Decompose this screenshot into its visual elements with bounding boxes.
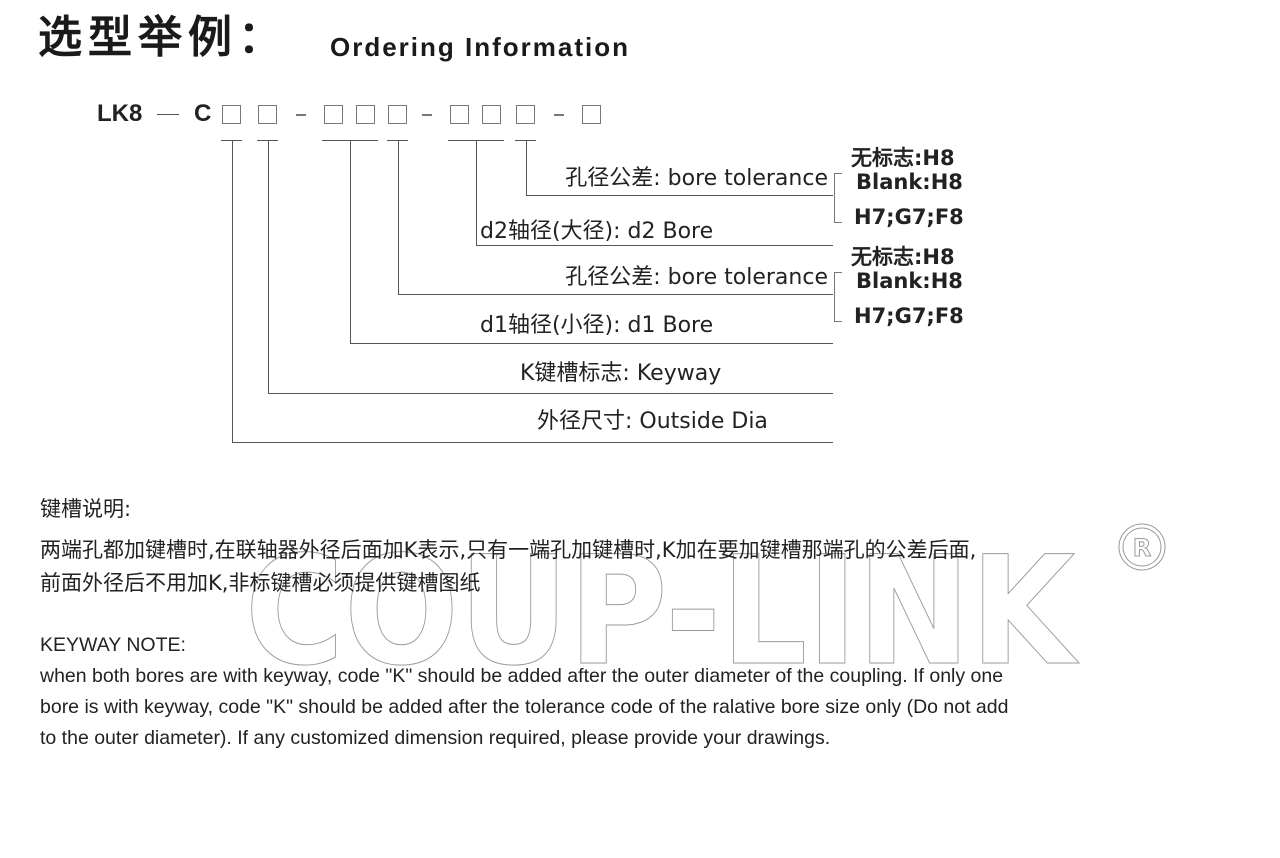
label-cn: d1轴径(小径): (480, 313, 621, 338)
keyway-note-cn-line: 前面外径后不用加K,非标键槽必须提供键槽图纸 (40, 571, 481, 595)
bracket-tick (515, 140, 536, 141)
bracket-tick (221, 140, 242, 141)
svg-text:R: R (1133, 534, 1151, 562)
keyway-note-cn-line: 两端孔都加键槽时,在联轴器外径后面加K表示,只有一端孔加键槽时,K加在要加键槽那… (40, 538, 977, 562)
keyway-note-en-line: to the outer diameter). If any customize… (40, 727, 831, 749)
tolerance-option: Blank:H8 (856, 269, 963, 293)
code-dash (157, 114, 179, 115)
code-box-extra (582, 105, 601, 124)
code-separator (554, 114, 564, 116)
code-box-d2-1 (450, 105, 469, 124)
label-cn: 孔径公差: (565, 166, 661, 191)
label-keyway: K键槽标志: Keyway (520, 361, 721, 387)
label-en: Outside Dia (639, 409, 768, 434)
leader-hline (398, 294, 833, 295)
label-en: d1 Bore (627, 313, 714, 338)
label-d1-bore: d1轴径(小径): d1 Bore (480, 313, 713, 339)
code-separator (422, 114, 432, 116)
label-en: d2 Bore (627, 219, 714, 244)
keyway-note-cn-heading: 键槽说明: (40, 497, 132, 521)
tolerance-option: Blank:H8 (856, 170, 963, 194)
label-en: bore tolerance (667, 265, 828, 290)
leader-line-d2-tolerance (526, 140, 527, 195)
leader-hline (526, 195, 833, 196)
label-en: bore tolerance (667, 166, 828, 191)
code-separator (296, 114, 306, 116)
leader-line-outside-dia (232, 140, 233, 442)
leader-line-keyway (268, 140, 269, 393)
tolerance-option: H7;G7;F8 (854, 205, 964, 229)
tolerance-option: 无标志:H8 (851, 245, 955, 269)
keyway-note-en-line: bore is with keyway, code "K" should be … (40, 696, 1009, 718)
label-cn: 孔径公差: (565, 265, 661, 290)
code-prefix: LK8 (97, 100, 143, 127)
leader-hline (350, 343, 833, 344)
bracket-tick (257, 140, 278, 141)
code-series-letter: C (194, 100, 212, 127)
code-box-d1-tolerance (388, 105, 407, 124)
registered-mark-icon: R (1118, 523, 1166, 571)
code-box-d2-2 (482, 105, 501, 124)
code-box-d2-tolerance (516, 105, 535, 124)
label-d2-tolerance: 孔径公差: bore tolerance (565, 166, 828, 192)
keyway-note-en-line: when both bores are with keyway, code "K… (40, 665, 1004, 687)
keyway-note-en-heading: KEYWAY NOTE: (40, 634, 186, 656)
page-title-en: Ordering Information (330, 32, 630, 62)
page-title-cn: 选型举例： (38, 12, 288, 63)
leader-hline (476, 245, 833, 246)
leader-hline (232, 442, 833, 443)
tolerance-bracket (834, 272, 842, 322)
tolerance-bracket (834, 173, 842, 223)
label-cn: K键槽标志: (520, 361, 630, 386)
code-box-d1-1 (324, 105, 343, 124)
label-d1-tolerance: 孔径公差: bore tolerance (565, 265, 828, 291)
label-en: Keyway (636, 361, 722, 386)
leader-hline (268, 393, 833, 394)
tolerance-option: H7;G7;F8 (854, 304, 964, 328)
leader-line-d1 (350, 140, 351, 343)
label-d2-bore: d2轴径(大径): d2 Bore (480, 219, 713, 245)
label-cn: d2轴径(大径): (480, 219, 621, 244)
label-outside-dia: 外径尺寸: Outside Dia (537, 409, 768, 435)
code-box-outside-dia (222, 105, 241, 124)
tolerance-option: 无标志:H8 (851, 146, 955, 170)
label-cn: 外径尺寸: (537, 409, 633, 434)
bracket-tick (387, 140, 408, 141)
code-box-keyway (258, 105, 277, 124)
leader-line-d2 (476, 140, 477, 245)
leader-line-d1-tolerance (398, 140, 399, 294)
code-box-d1-2 (356, 105, 375, 124)
